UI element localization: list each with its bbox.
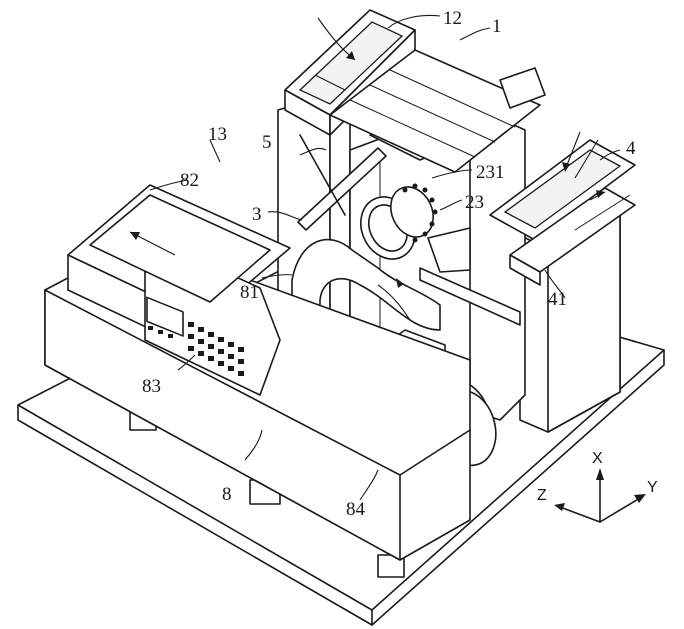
label-12: 12 (443, 8, 462, 29)
spindle-head (360, 183, 471, 273)
label-13: 13 (208, 124, 227, 145)
label-84: 83 (142, 376, 161, 397)
keypad (148, 322, 244, 376)
axis-x-label: X (592, 450, 603, 467)
reference-numerals: 12 1 13 5 3 82 231 23 4 41 81 83 8 84 (142, 8, 636, 520)
coordinate-axes: X Y Z (537, 450, 658, 523)
gear-teeth (402, 183, 438, 243)
label-41: 41 (548, 289, 567, 310)
label-23: 23 (465, 192, 484, 213)
label-83: 82 (180, 170, 199, 191)
right-trough-4 (489, 139, 636, 286)
axis-y-label: Y (647, 479, 658, 496)
label-81: 81 (240, 282, 259, 303)
flow-arrows (129, 17, 606, 321)
control-panel-84 (146, 296, 244, 376)
leader-lines (149, 14, 621, 501)
label-5: 5 (262, 132, 272, 153)
label-231: 231 (476, 162, 505, 183)
top-conveyor (329, 49, 546, 173)
label-82: 84 (346, 499, 366, 520)
label-3: 3 (252, 204, 262, 225)
axis-z-label: Z (537, 487, 547, 504)
cross-rods (297, 134, 521, 326)
label-4: 4 (626, 138, 636, 159)
label-8: 8 (222, 484, 232, 505)
label-1: 1 (492, 16, 502, 37)
